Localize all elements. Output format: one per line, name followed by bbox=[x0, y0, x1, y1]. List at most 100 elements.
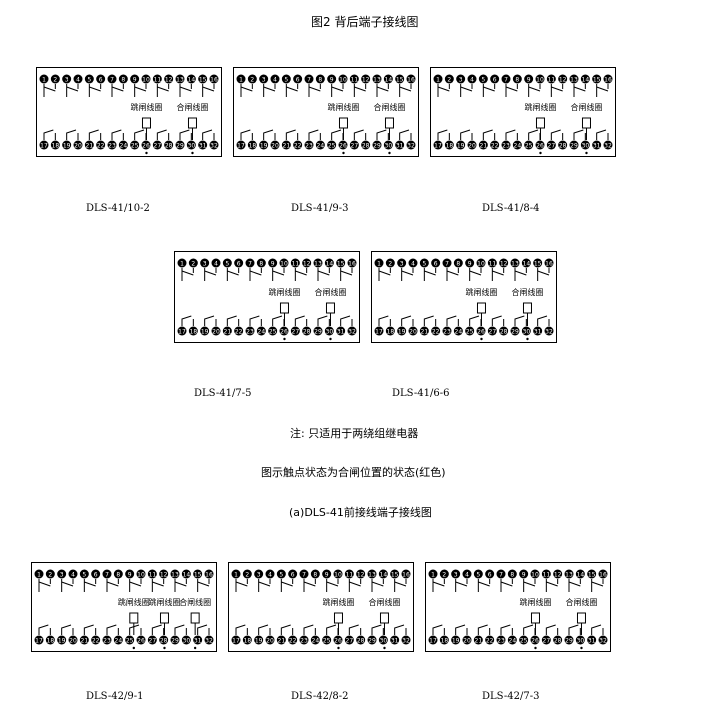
terminal-top bbox=[73, 74, 83, 84]
terminal-number: 3 bbox=[203, 261, 207, 268]
terminal-number: 6 bbox=[291, 572, 295, 579]
terminal-number: 16 bbox=[402, 572, 410, 579]
terminal-number: 7 bbox=[307, 77, 311, 84]
terminal-bottom bbox=[259, 140, 269, 150]
terminal-number: 3 bbox=[60, 572, 64, 579]
terminal-number: 25 bbox=[131, 143, 139, 150]
coil-label: 跳闸线圈 bbox=[327, 102, 359, 112]
contact-wire bbox=[174, 579, 187, 592]
contact-wire bbox=[423, 268, 437, 281]
model-label: DLS-41/7-5 bbox=[194, 388, 252, 399]
contact-wire bbox=[249, 315, 262, 326]
terminal-number: 6 bbox=[434, 261, 438, 268]
terminal-number: 8 bbox=[121, 77, 125, 84]
terminal-number: 7 bbox=[499, 572, 503, 579]
coil-label: 跳闸线圈 bbox=[519, 597, 551, 607]
terminal-bottom bbox=[544, 326, 554, 336]
coil-label: 跳闸线圈 bbox=[130, 102, 162, 112]
terminal-number: 4 bbox=[268, 572, 272, 579]
terminal-number: 22 bbox=[235, 329, 243, 336]
terminal-number: 25 bbox=[466, 329, 474, 336]
terminal-number: 22 bbox=[289, 638, 297, 645]
contact-wire bbox=[308, 129, 321, 140]
coil-label: 合闸线圈 bbox=[368, 597, 400, 607]
terminal-top bbox=[136, 569, 146, 579]
terminal-bottom bbox=[265, 635, 275, 645]
terminal-number: 1 bbox=[37, 572, 41, 579]
terminal-number: 19 bbox=[255, 638, 263, 645]
terminal-number: 28 bbox=[559, 143, 567, 150]
section-label: (a)DLS-41前接线端子接线图 bbox=[289, 506, 432, 519]
contact-wire bbox=[331, 129, 344, 140]
terminal-number: 8 bbox=[515, 77, 519, 84]
contact-wire bbox=[151, 579, 165, 592]
terminal-number: 24 bbox=[455, 329, 463, 336]
terminal-number: 20 bbox=[409, 329, 417, 336]
terminal-bottom bbox=[164, 140, 174, 150]
terminal-bottom bbox=[564, 635, 574, 645]
terminal-number: 15 bbox=[391, 572, 399, 579]
terminal-number: 12 bbox=[357, 572, 365, 579]
terminal-number: 22 bbox=[92, 638, 100, 645]
wiring-diagram-svg: 1172183194205216227238249251026112712281… bbox=[34, 569, 214, 650]
coil-symbol bbox=[190, 612, 200, 624]
contact-wire bbox=[423, 315, 437, 326]
contact-wire bbox=[181, 315, 194, 326]
terminal-number: 32 bbox=[545, 329, 553, 336]
terminal-top bbox=[487, 258, 497, 268]
terminal-number: 28 bbox=[362, 143, 370, 150]
terminal-number: 16 bbox=[210, 77, 218, 84]
terminal-top bbox=[315, 74, 325, 84]
terminal-number: 10 bbox=[137, 572, 145, 579]
contact-wire bbox=[514, 315, 527, 326]
contact-wire bbox=[61, 579, 74, 592]
terminal-bottom bbox=[188, 326, 198, 336]
terminal-top bbox=[288, 569, 298, 579]
terminal-bottom bbox=[34, 635, 44, 645]
terminal-top bbox=[374, 258, 384, 268]
terminal-number: 25 bbox=[328, 143, 336, 150]
terminal-bottom bbox=[587, 635, 597, 645]
terminal-number: 28 bbox=[165, 143, 173, 150]
terminal-top bbox=[501, 74, 511, 84]
contact-wire bbox=[235, 624, 248, 635]
terminal-number: 6 bbox=[488, 572, 492, 579]
terminal-number: 14 bbox=[326, 261, 334, 268]
terminal-bottom bbox=[245, 326, 255, 336]
terminal-top bbox=[102, 569, 112, 579]
terminal-top bbox=[181, 569, 191, 579]
terminal-number: 26 bbox=[137, 638, 145, 645]
terminal-bottom bbox=[200, 326, 210, 336]
terminal-number: 12 bbox=[362, 77, 370, 84]
terminal-top bbox=[592, 74, 602, 84]
terminal-bottom bbox=[198, 140, 208, 150]
contact-wire bbox=[573, 84, 586, 97]
terminal-number: 22 bbox=[486, 638, 494, 645]
coil-label: 跳闸线圈 bbox=[148, 597, 180, 607]
terminal-number: 9 bbox=[128, 572, 132, 579]
terminal-number: 17 bbox=[35, 638, 43, 645]
coil-dot bbox=[132, 646, 136, 650]
terminal-top bbox=[397, 258, 407, 268]
contact-wire bbox=[258, 579, 271, 592]
coil-symbol bbox=[141, 117, 151, 129]
terminal-number: 25 bbox=[525, 143, 533, 150]
terminal-bottom bbox=[107, 140, 117, 150]
contact-wire bbox=[469, 268, 482, 281]
wiring-diagram-svg: 1172183194205216227238249251026112712281… bbox=[433, 74, 613, 155]
terminal-top bbox=[433, 74, 443, 84]
contact-wire bbox=[106, 579, 119, 592]
note-text: 注: 只适用于两绕组继电器 bbox=[290, 427, 419, 440]
terminal-top bbox=[451, 569, 461, 579]
terminal-top bbox=[356, 569, 366, 579]
terminal-top bbox=[496, 569, 506, 579]
terminal-number: 4 bbox=[273, 77, 277, 84]
contact-wire bbox=[482, 129, 496, 140]
terminal-number: 4 bbox=[214, 261, 218, 268]
terminal-top bbox=[211, 258, 221, 268]
terminal-number: 10 bbox=[536, 77, 544, 84]
contact-wire bbox=[528, 84, 541, 97]
terminal-number: 17 bbox=[237, 143, 245, 150]
